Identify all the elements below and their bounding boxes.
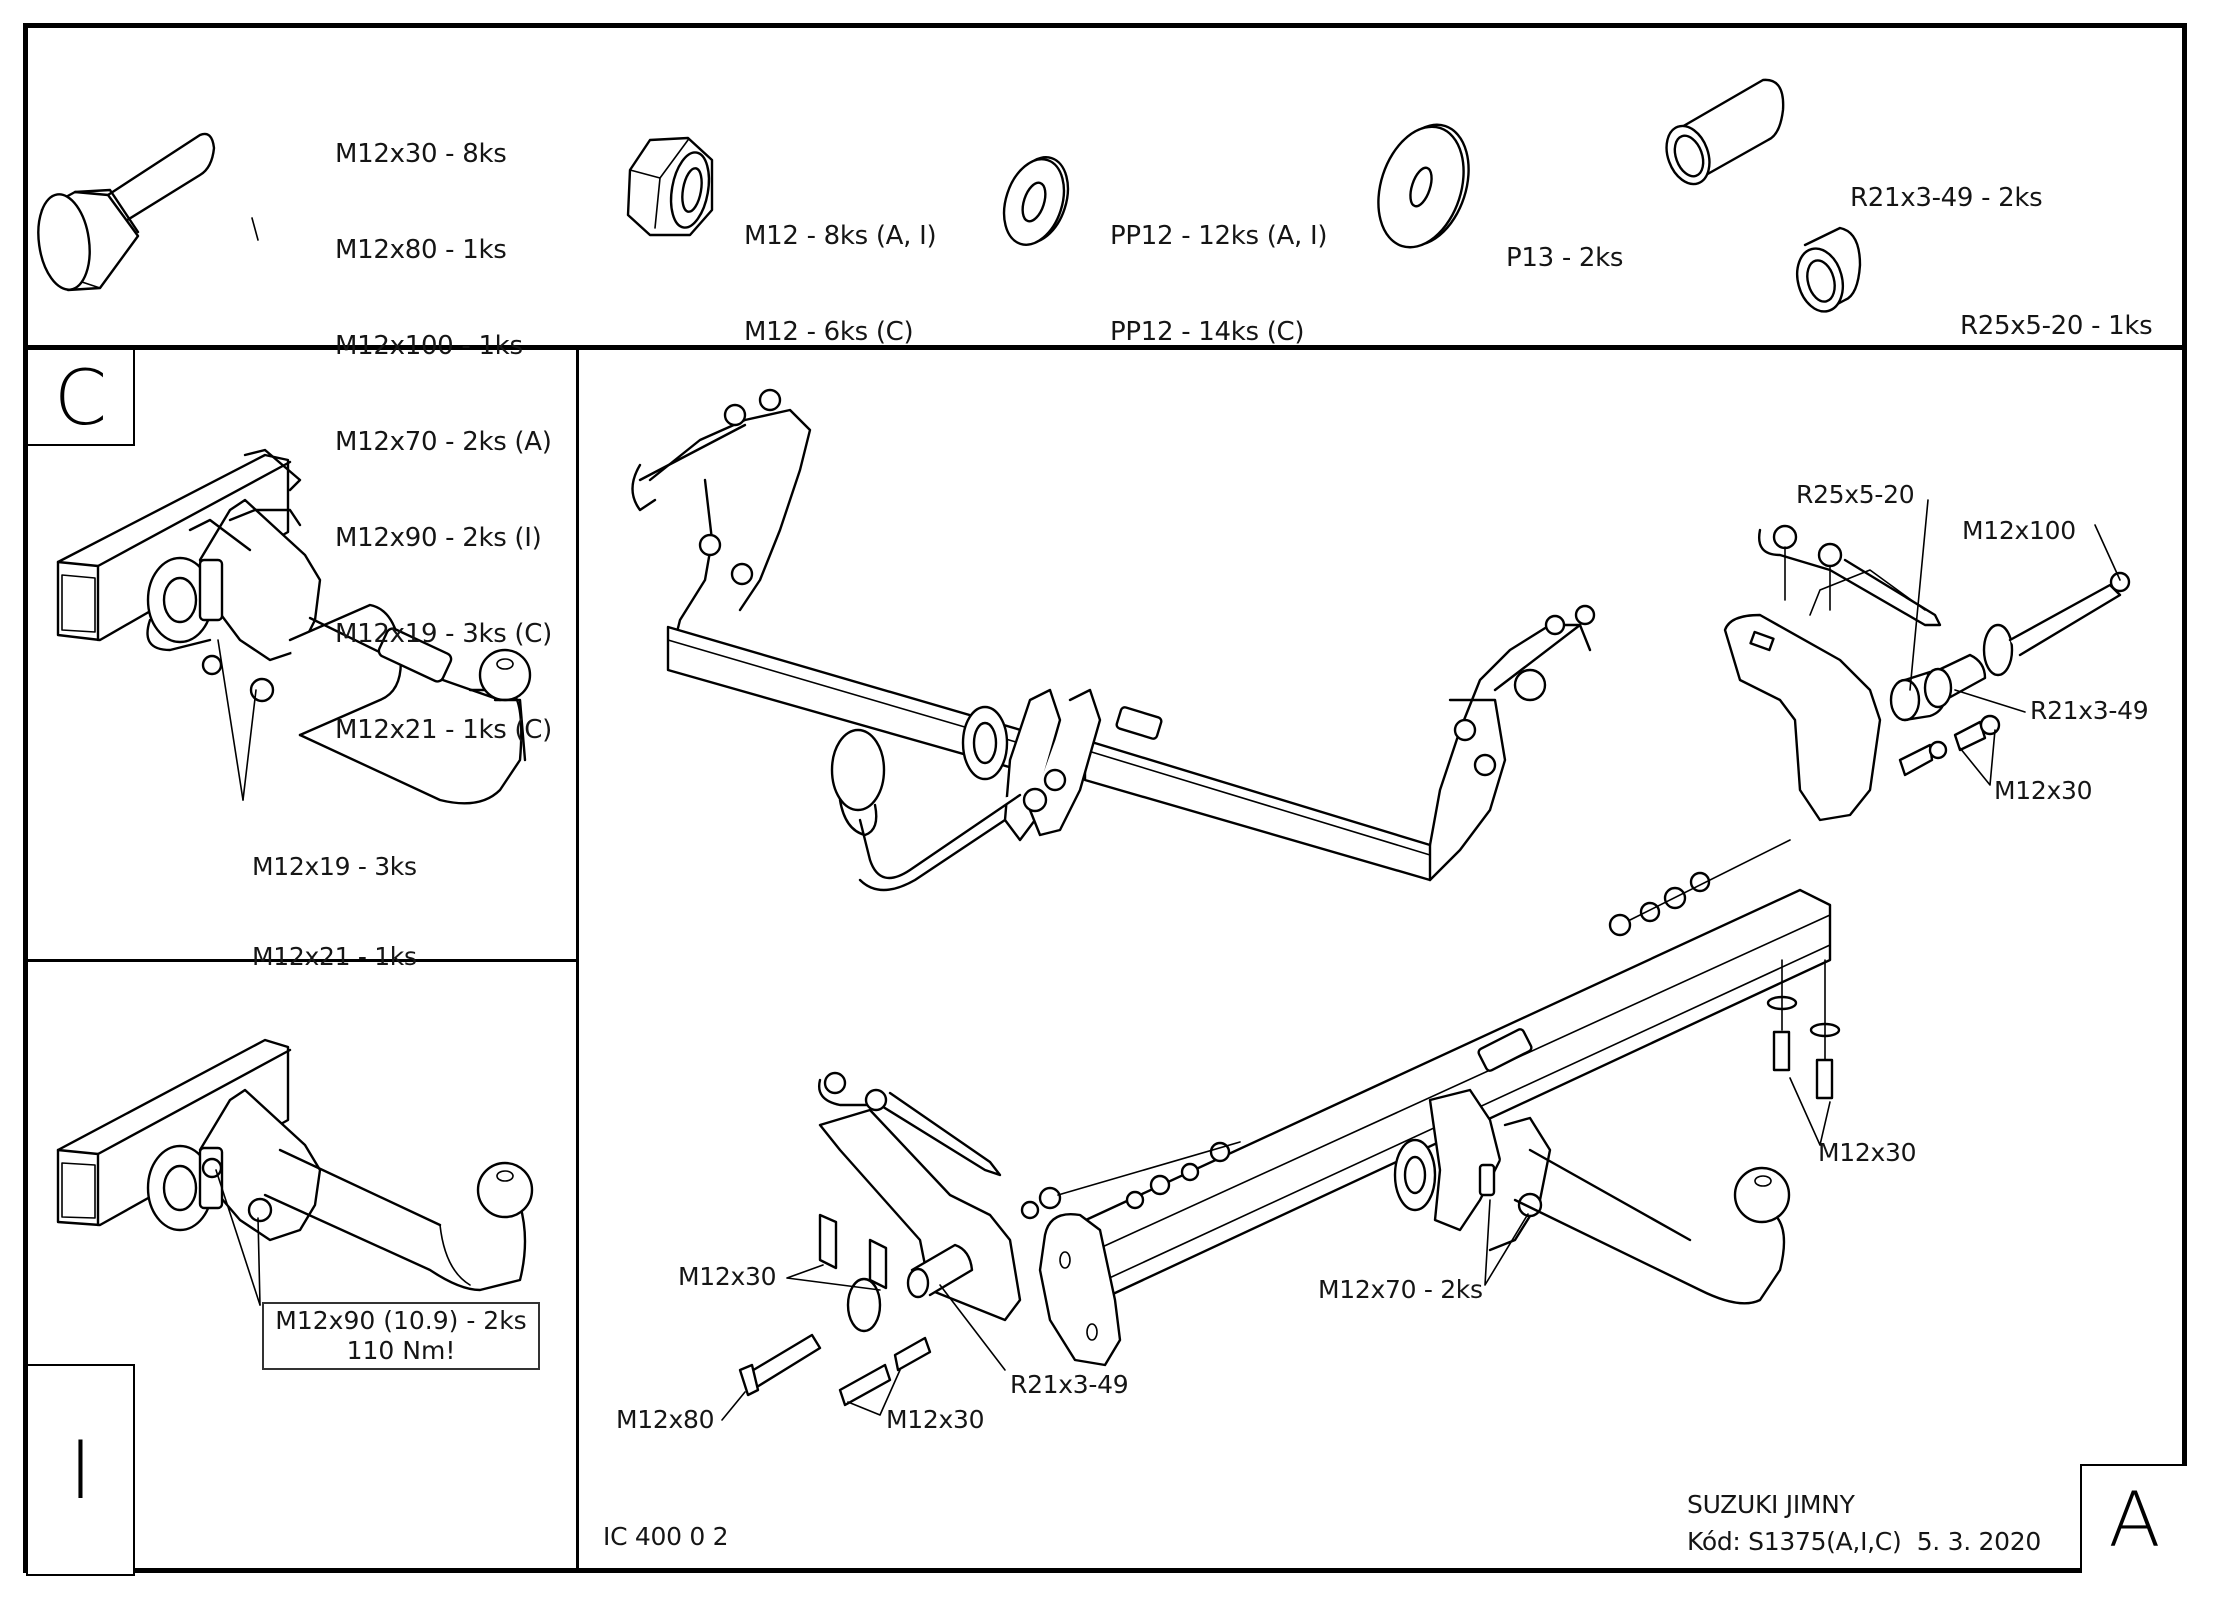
hex-nut-icon xyxy=(626,136,714,237)
short-spacer-spec: R25x5-20 - 1ks xyxy=(1960,246,2153,406)
callout-m12x30-left-lower: M12x30 xyxy=(886,1405,985,1434)
parts-row-divider xyxy=(23,345,2187,350)
nut-spec-list: M12 - 8ks (A, I) M12 - 6ks (C) xyxy=(744,156,937,412)
variant-i-letter: I xyxy=(68,1423,93,1517)
callout-m12x30-right-upper: M12x30 xyxy=(1994,776,2093,805)
large-washer-spec: P13 - 2ks xyxy=(1506,178,1623,338)
bolt-spec-list: M12x30 - 8ks M12x80 - 1ks M12x100 - 1ks … xyxy=(335,74,552,810)
bolt-spec-line: M12x100 - 1ks xyxy=(335,331,523,361)
washer-spec-line: PP12 - 12ks (A, I) xyxy=(1110,221,1328,251)
torque-note-value: 110 Nm! xyxy=(346,1336,456,1365)
bolt-spec-line: M12x70 - 2ks (A) xyxy=(335,427,552,457)
drawing-number: IC 400 0 2 xyxy=(603,1522,729,1551)
callout-m12x30-right-lower: M12x30 xyxy=(1818,1138,1917,1167)
flat-washer-icon xyxy=(1002,156,1070,246)
short-spacer-spec-line: R25x5-20 - 1ks xyxy=(1960,311,2153,341)
long-spacer-spec-line: R21x3-49 - 2ks xyxy=(1850,183,2043,213)
large-washer-spec-line: P13 - 2ks xyxy=(1506,243,1624,273)
variant-a-letter: A xyxy=(2108,1475,2161,1564)
c-i-divider xyxy=(23,959,578,962)
bolt-spec-line: M12x21 - 1ks (C) xyxy=(335,715,552,745)
callout-r21x3-49-left: R21x3-49 xyxy=(1010,1370,1129,1399)
variant-i-illustration xyxy=(56,1038,534,1306)
variant-c-illustration xyxy=(56,217,532,805)
drawing-frame xyxy=(23,23,2187,1573)
torque-note-box: M12x90 (10.9) - 2ks 110 Nm! xyxy=(262,1302,540,1370)
callout-line: M12x21 - 1ks xyxy=(252,942,417,971)
variant-i-label: I xyxy=(26,1364,135,1576)
variant-c-letter: C xyxy=(53,352,108,442)
nut-spec-line: M12 - 8ks (A, I) xyxy=(744,221,937,251)
bolt-spec-line: M12x90 - 2ks (I) xyxy=(335,523,542,553)
product-code-date: Kód: S1375(A,I,C) 5. 3. 2020 xyxy=(1687,1527,2041,1556)
callout-line: M12x19 - 3ks xyxy=(252,852,417,881)
nut-spec-line: M12 - 6ks (C) xyxy=(744,317,914,347)
short-spacer-icon xyxy=(1795,226,1862,313)
variant-c-callout: M12x19 - 3ks M12x21 - 1ks xyxy=(252,792,417,1002)
callout-r21x3-49-right: R21x3-49 xyxy=(2030,696,2149,725)
assembled-towbar-illustration xyxy=(631,388,1596,892)
tube-spacer-icon xyxy=(1665,78,1785,186)
long-spacer-spec: R21x3-49 - 2ks xyxy=(1850,118,2043,278)
bolt-spec-line: M12x19 - 3ks (C) xyxy=(335,619,552,649)
washer-spec-list: PP12 - 12ks (A, I) PP12 - 14ks (C) xyxy=(1110,156,1327,412)
bolt-spec-line: M12x80 - 1ks xyxy=(335,235,507,265)
exploded-towbar-illustration xyxy=(738,524,2131,1407)
callout-m12x30-left-upper: M12x30 xyxy=(678,1262,777,1291)
callout-m12x80: M12x80 xyxy=(616,1405,715,1434)
variant-a-label: A xyxy=(2080,1464,2187,1573)
callout-m12x70: M12x70 - 2ks xyxy=(1318,1275,1483,1304)
vehicle-name: SUZUKI JIMNY xyxy=(1687,1490,1855,1519)
bolt-spec-line: M12x30 - 8ks xyxy=(335,139,507,169)
variant-c-label: C xyxy=(26,348,135,446)
hex-bolt-icon xyxy=(37,132,216,292)
torque-note-bolt: M12x90 (10.9) - 2ks xyxy=(275,1306,527,1335)
washer-spec-line: PP12 - 14ks (C) xyxy=(1110,317,1305,347)
callout-leaders xyxy=(721,499,2121,1421)
callout-m12x100: M12x100 xyxy=(1962,516,2076,545)
callout-r25x5-20: R25x5-20 xyxy=(1796,480,1915,509)
large-washer-icon xyxy=(1377,123,1470,249)
